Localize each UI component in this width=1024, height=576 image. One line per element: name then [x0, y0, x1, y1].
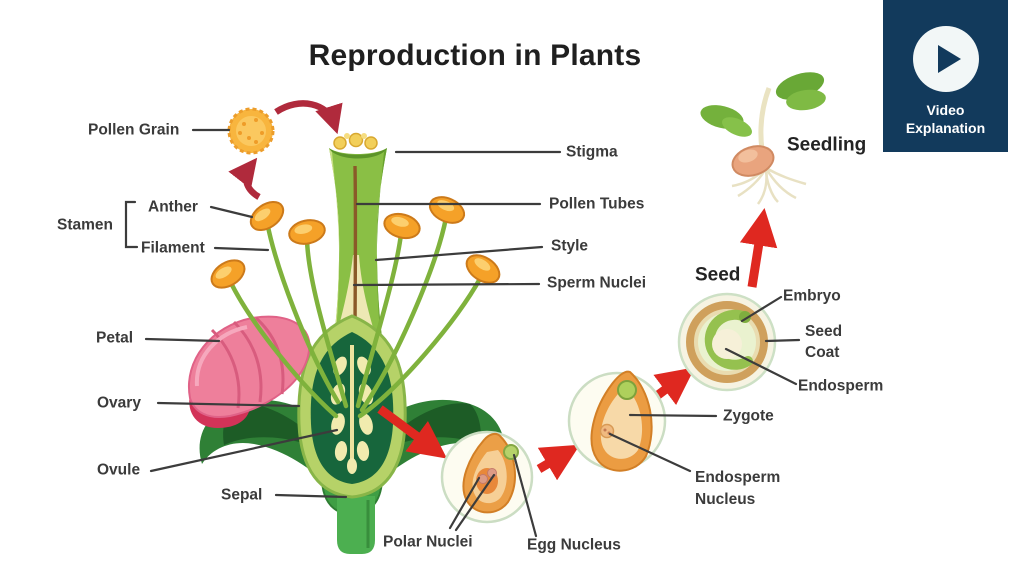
ovary-cross-section	[297, 314, 407, 499]
page-title: Reproduction in Plants	[308, 39, 642, 72]
label-pollen-tubes: Pollen Tubes	[549, 195, 645, 213]
label-pollen-grain: Pollen Grain	[88, 121, 180, 139]
video-button-line2: Explanation	[905, 120, 986, 136]
label-stigma: Stigma	[566, 143, 618, 161]
label-seed-coat: Seed Coat	[805, 323, 843, 361]
label-filament: Filament	[141, 239, 205, 257]
pollination-arrows	[228, 100, 343, 200]
label-ovary: Ovary	[97, 394, 141, 412]
anthers	[210, 196, 501, 289]
label-endosperm-nucleus: Endosperm Nucleus	[695, 469, 781, 508]
video-explanation-button[interactable]: Video Explanation	[883, 0, 1008, 152]
label-anther: Anther	[148, 198, 198, 216]
stage-arrows	[377, 208, 778, 481]
label-polar-nuclei: Polar Nuclei	[383, 533, 473, 551]
label-ovule: Ovule	[97, 461, 141, 479]
video-button-line1: Video	[926, 102, 965, 118]
label-style: Style	[551, 237, 589, 255]
stigma-pollen-grains	[333, 132, 378, 150]
label-seed: Seed	[695, 264, 741, 286]
label-zygote: Zygote	[723, 407, 774, 425]
label-sperm-nuclei: Sperm Nuclei	[547, 274, 647, 292]
label-seedling: Seedling	[787, 134, 867, 156]
label-sepal: Sepal	[221, 486, 263, 504]
leader-lines	[124, 128, 801, 538]
stage-zygote-circle	[567, 370, 667, 472]
pollen-grain-illustration	[227, 107, 275, 155]
stage-ovule-circle	[440, 430, 534, 524]
stamens	[210, 196, 501, 419]
stage-seed-circle	[677, 292, 777, 392]
label-petal: Petal	[96, 329, 134, 347]
label-stamen: Stamen	[57, 216, 113, 234]
label-embryo: Embryo	[783, 287, 841, 305]
label-endosperm: Endosperm	[798, 377, 884, 395]
label-egg-nucleus: Egg Nucleus	[527, 536, 621, 554]
seedling-illustration	[700, 72, 826, 205]
play-icon	[912, 26, 979, 92]
